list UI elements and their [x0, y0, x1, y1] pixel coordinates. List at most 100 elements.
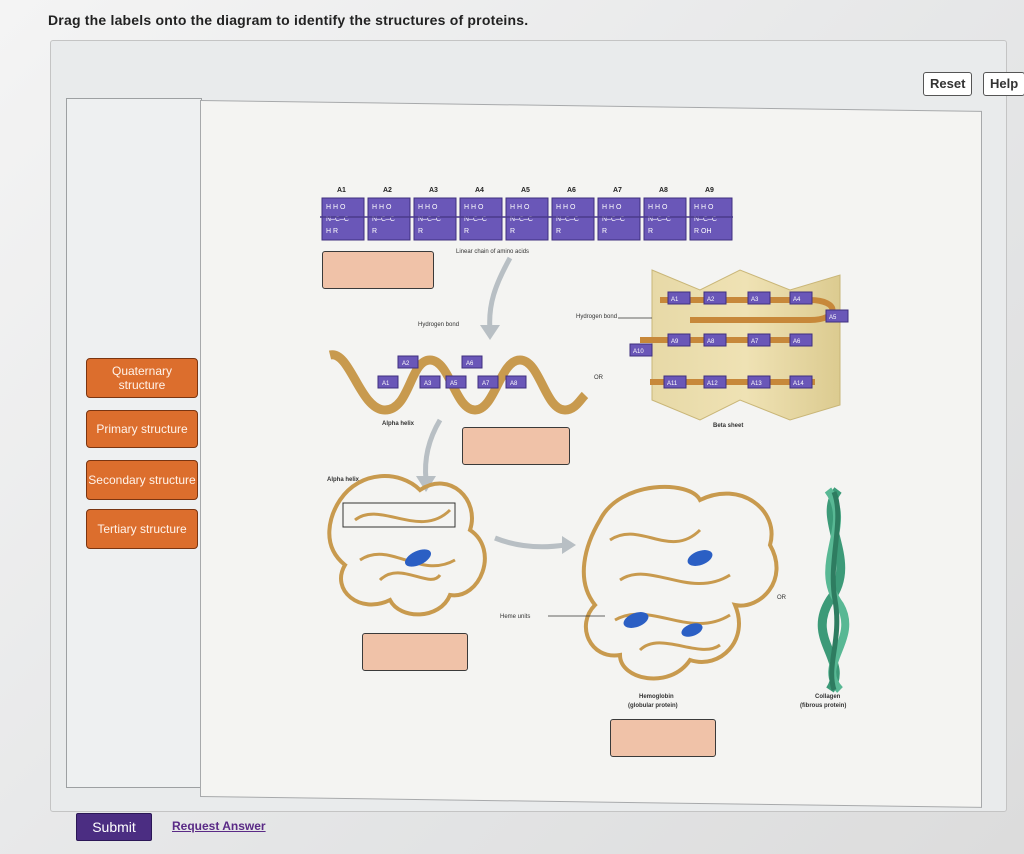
amino-acid-block: [643, 197, 687, 241]
reset-button[interactable]: Reset: [923, 72, 973, 96]
amino-acid-id: A9: [705, 187, 714, 194]
sheet-residue-block: [747, 333, 771, 347]
sheet-residue-block: [789, 333, 813, 347]
sheet-residue-label: A14: [793, 381, 804, 387]
chain-atom-text: R: [510, 228, 515, 235]
helix-residue-label: A8: [510, 381, 518, 387]
helix-residue-label: A1: [382, 381, 390, 387]
sheet-residue-label: A11: [667, 381, 678, 387]
sheet-residue-label: A1: [671, 297, 679, 303]
tertiary-structure-diagram: Alpha helix: [327, 474, 487, 617]
help-button[interactable]: Help: [983, 72, 1024, 96]
helix-residue-block: [445, 375, 467, 389]
collagen-diagram: Collagen (fibrous protein): [800, 487, 850, 709]
drop-target-primary[interactable]: [322, 251, 434, 289]
helix-residue-label: A7: [482, 381, 490, 387]
amino-acid-id: A3: [429, 187, 438, 194]
hydrogen-bond-helix-label: Hydrogen bond: [418, 322, 459, 328]
label-primary-structure[interactable]: Primary structure: [86, 410, 198, 448]
sheet-residue-block: [629, 343, 653, 357]
or-label-1: OR: [594, 375, 604, 381]
amino-acid-block: [459, 197, 503, 241]
amino-acid-id: A6: [567, 187, 576, 194]
amino-acid-block: [321, 197, 365, 241]
arrow-head-3: [562, 536, 576, 554]
helix-residue-block: [419, 375, 441, 389]
sheet-residue-label: A12: [707, 381, 718, 387]
sheet-residue-label: A5: [829, 315, 837, 321]
amino-acid-id: A5: [521, 187, 530, 194]
sheet-residue-label: A10: [633, 349, 644, 355]
arrow-head-2: [416, 476, 436, 492]
amino-acid-id: A8: [659, 187, 668, 194]
collagen-subcaption: (fibrous protein): [800, 703, 846, 709]
sheet-residue-label: A13: [751, 381, 762, 387]
label-quaternary-structure[interactable]: Quaternary structure: [86, 358, 198, 398]
chain-atom-text: H H O: [464, 204, 484, 211]
helix-residue-block: [505, 375, 527, 389]
chain-atom-text: H H O: [602, 204, 622, 211]
collagen-caption: Collagen: [815, 694, 841, 700]
chain-atom-text: N–C–C: [648, 216, 671, 223]
drop-target-quaternary[interactable]: [610, 719, 716, 757]
amino-acid-block: [367, 197, 411, 241]
amino-acid-block: [689, 197, 733, 241]
helix-residue-label: A2: [402, 361, 410, 367]
helix-residue-block: [397, 355, 419, 369]
amino-acid-id: A1: [337, 187, 346, 194]
chain-atom-text: R: [418, 228, 423, 235]
arrow-down-1: [487, 256, 513, 331]
amino-acid-block: [505, 197, 549, 241]
hemoglobin-diagram: Heme units Hemoglobin (globular protein): [500, 484, 779, 709]
chain-atom-text: N–C–C: [464, 216, 487, 223]
sheet-residue-label: A9: [671, 339, 679, 345]
sheet-residue-block: [667, 333, 691, 347]
sheet-residue-label: A3: [751, 297, 759, 303]
request-answer-link[interactable]: Request Answer: [172, 819, 266, 833]
sheet-residue-label: A6: [793, 339, 801, 345]
chain-atom-text: N–C–C: [694, 216, 717, 223]
chain-atom-text: R: [464, 228, 469, 235]
amino-acid-block: [597, 197, 641, 241]
amino-acid-id: A7: [613, 187, 622, 194]
helix-residue-block: [461, 355, 483, 369]
sheet-residue-block: [789, 291, 813, 305]
sheet-residue-block: [663, 375, 687, 389]
amino-acid-block: [551, 197, 595, 241]
sheet-residue-label: A7: [751, 339, 759, 345]
chain-atom-text: N–C–C: [556, 216, 579, 223]
sheet-residue-label: A8: [707, 339, 715, 345]
drop-target-secondary[interactable]: [462, 427, 570, 465]
instruction-text: Drag the labels onto the diagram to iden…: [48, 12, 529, 28]
arrow-down-2: [423, 418, 443, 481]
alpha-helix-caption-2: Alpha helix: [327, 477, 360, 483]
or-label-2: OR: [777, 595, 787, 601]
helix-residue-label: A5: [450, 381, 458, 387]
label-secondary-structure[interactable]: Secondary structure: [86, 460, 198, 500]
hydrogen-bond-sheet-label: Hydrogen bond: [576, 314, 617, 320]
sheet-residue-block: [703, 375, 727, 389]
drop-target-tertiary[interactable]: [362, 633, 468, 671]
arrow-right: [494, 535, 566, 550]
chain-atom-text: H H O: [648, 204, 668, 211]
sheet-residue-block: [747, 291, 771, 305]
heme-disk: [404, 549, 432, 567]
chain-atom-text: R: [602, 228, 607, 235]
sheet-residue-label: A2: [707, 297, 715, 303]
chain-atom-text: H H O: [694, 204, 714, 211]
chain-atom-text: N–C–C: [326, 216, 349, 223]
submit-button[interactable]: Submit: [76, 813, 152, 841]
chain-atom-text: R OH: [694, 228, 712, 235]
helix-residue-block: [377, 375, 399, 389]
amino-acid-id: A4: [475, 187, 484, 194]
chain-atom-text: H H O: [326, 204, 346, 211]
arrow-head-1: [480, 325, 500, 340]
sheet-residue-block: [747, 375, 771, 389]
hemoglobin-caption: Hemoglobin: [639, 694, 674, 700]
label-tertiary-structure[interactable]: Tertiary structure: [86, 509, 198, 549]
chain-atom-text: R: [648, 228, 653, 235]
chain-atom-text: H H O: [510, 204, 530, 211]
chain-atom-text: H H O: [418, 204, 438, 211]
